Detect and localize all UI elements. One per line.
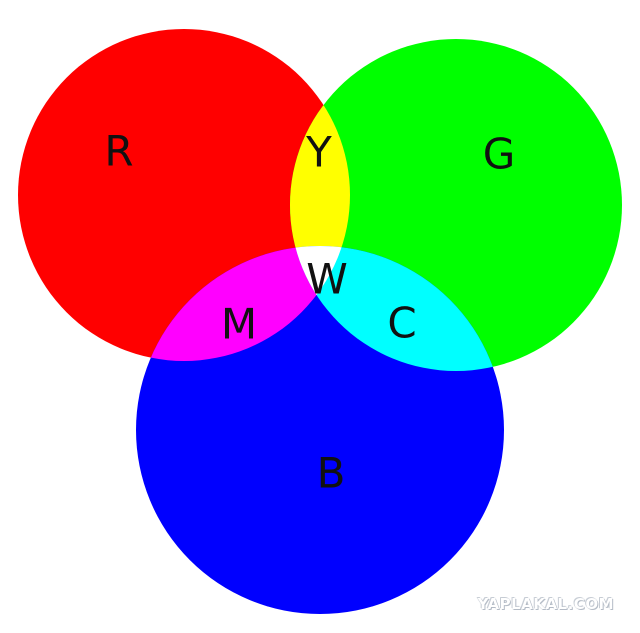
label-m: M [221,300,257,349]
cyan-overlap [290,246,504,371]
label-y: Y [305,128,332,177]
label-b: B [317,449,346,498]
label-w: W [306,255,348,304]
label-c: C [387,299,416,348]
magenta-overlap [136,246,350,361]
watermark: YAPLAKAL.COM [477,595,614,613]
label-g: G [483,130,516,179]
label-r: R [104,127,133,176]
